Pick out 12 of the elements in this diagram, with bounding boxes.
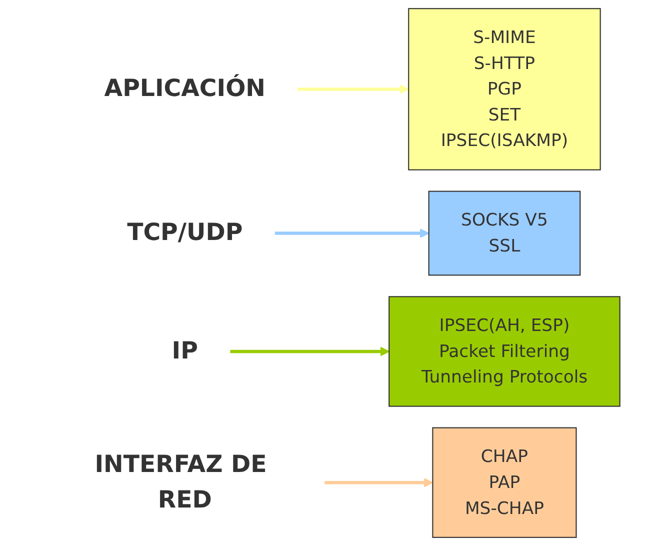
node-text: TCP/UDP bbox=[127, 220, 243, 247]
arrow bbox=[298, 84, 410, 94]
node-text: IP bbox=[172, 338, 198, 365]
arrow bbox=[274, 228, 430, 238]
node-box: CHAP PAP MS-CHAP bbox=[432, 427, 577, 538]
arrow bbox=[230, 346, 390, 356]
node-text: INTERFAZ DE RED bbox=[94, 451, 267, 514]
node-box: SOCKS V5 SSL bbox=[428, 190, 581, 276]
node-text: APLICACIÓN bbox=[104, 76, 266, 103]
node-box: S-MIME S-HTTP PGP SET IPSEC(ISAKMP) bbox=[408, 8, 601, 170]
node-box: IPSEC(AH, ESP) Packet Filtering Tunneling Protocols bbox=[388, 296, 620, 407]
arrow bbox=[324, 478, 434, 488]
